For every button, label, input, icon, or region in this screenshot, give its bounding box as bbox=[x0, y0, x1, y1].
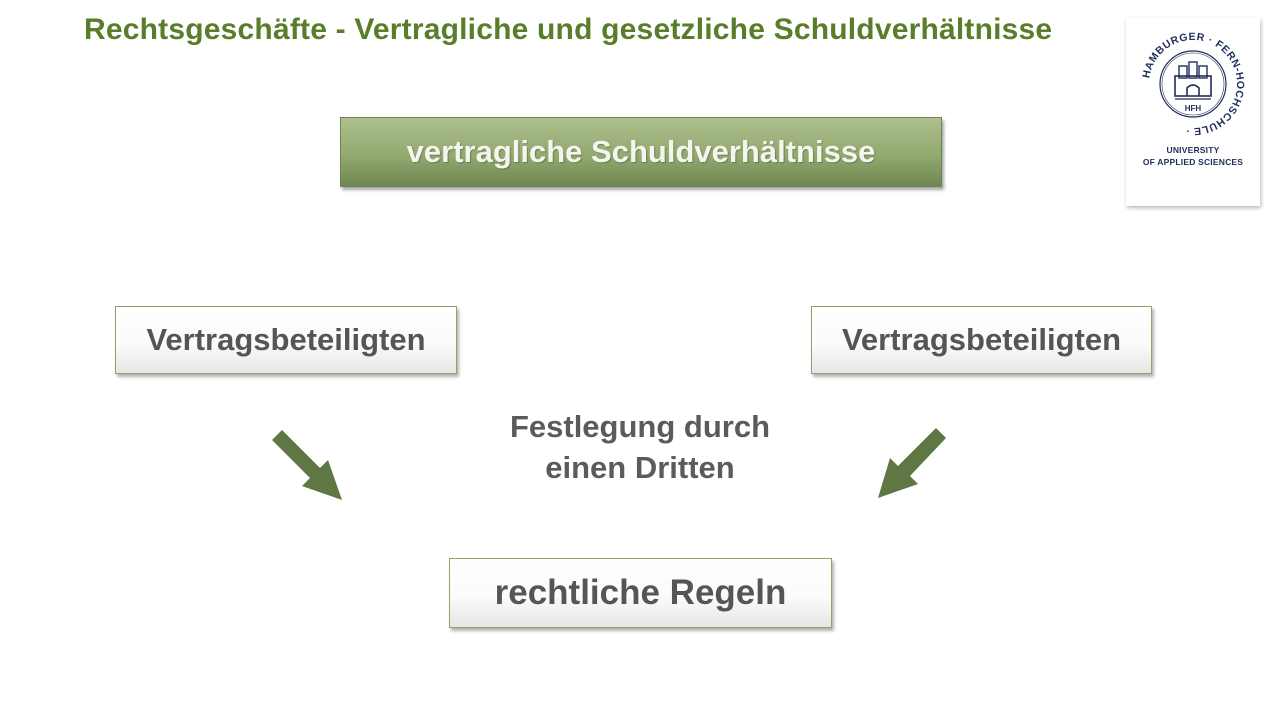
logo-abbr: HFH bbox=[1185, 104, 1202, 113]
contract-party-right-box: Vertragsbeteiligten bbox=[811, 306, 1152, 374]
slide-title: Rechtsgeschäfte - Vertragliche und geset… bbox=[84, 13, 1053, 46]
third-party-determination-text: Festlegung durch einen Dritten bbox=[440, 406, 840, 488]
arrow-down-right-icon bbox=[272, 430, 342, 500]
hfh-seal-icon: HAMBURGER · FERN-HOCHSCHULE · HFH bbox=[1140, 31, 1245, 137]
third-party-line1: Festlegung durch bbox=[509, 409, 771, 444]
logo-sub-line1: UNIVERSITY bbox=[1166, 145, 1220, 155]
legal-rules-box: rechtliche Regeln bbox=[449, 558, 832, 628]
contractual-obligations-box: vertragliche Schuldverhältnisse bbox=[340, 117, 942, 187]
university-logo: HAMBURGER · FERN-HOCHSCHULE · HFH UNIVER… bbox=[1126, 18, 1260, 206]
contractual-obligations-label: vertragliche Schuldverhältnisse bbox=[406, 134, 876, 169]
third-party-line2: einen Dritten bbox=[545, 450, 735, 485]
contract-party-left-box: Vertragsbeteiligten bbox=[115, 306, 457, 374]
logo-sub-line2: OF APPLIED SCIENCES bbox=[1142, 157, 1244, 167]
logo-subtitle: UNIVERSITY OF APPLIED SCIENCES bbox=[1126, 144, 1260, 168]
arrow-down-left-icon bbox=[878, 428, 946, 498]
